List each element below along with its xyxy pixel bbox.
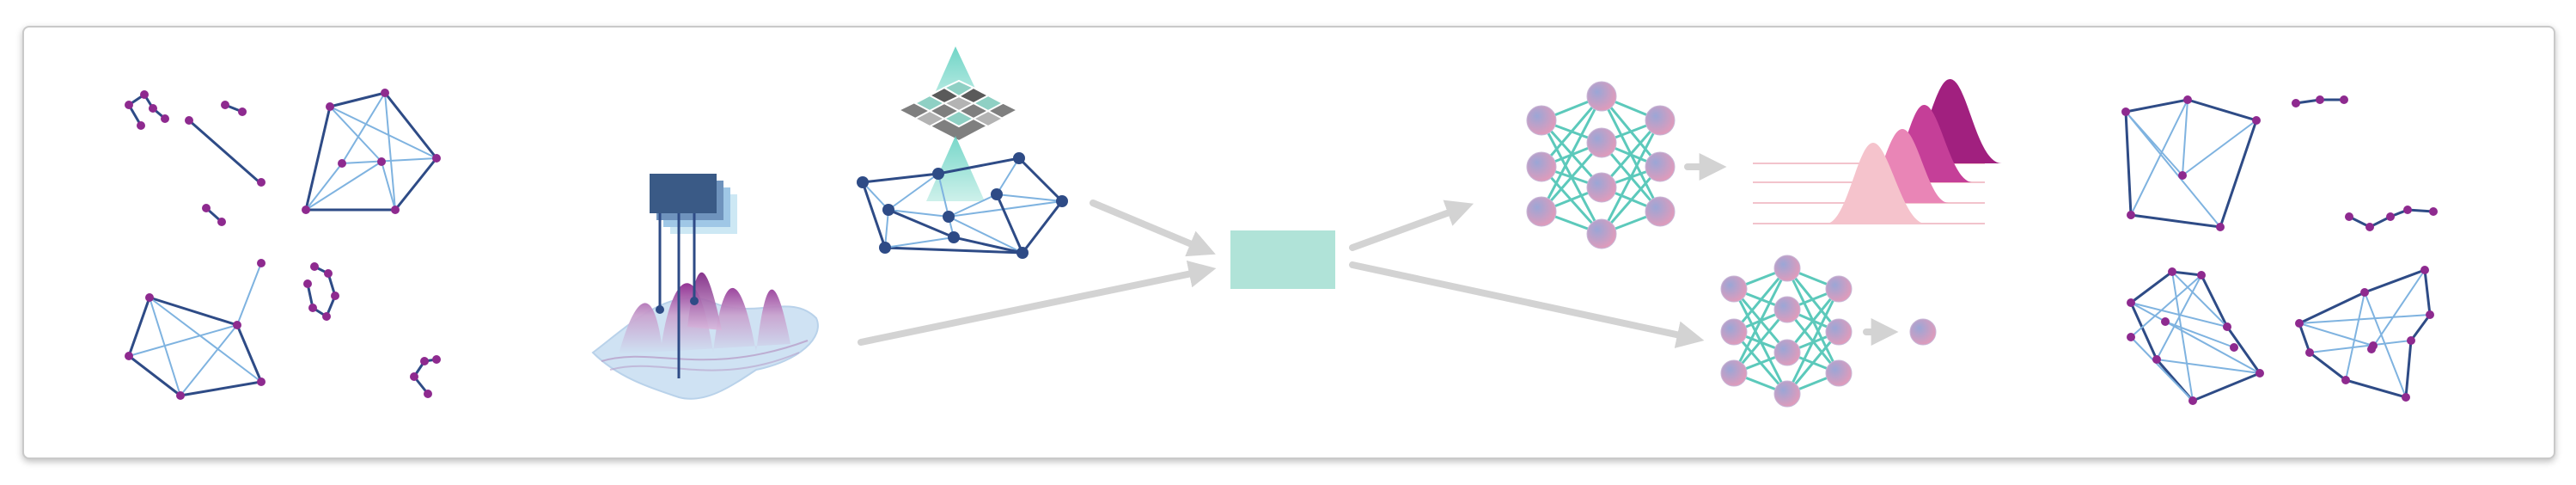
graph-convolution-icon bbox=[857, 46, 1068, 259]
arrow-embedding-to-nn-top bbox=[1349, 200, 1474, 251]
arrow-embedding-to-nn-bottom bbox=[1349, 261, 1705, 348]
arrow-conv-to-embedding bbox=[1090, 200, 1216, 257]
flow-arrows bbox=[858, 153, 1899, 348]
energy-landscape-icon bbox=[591, 174, 819, 400]
graph-small-chain-2 bbox=[188, 103, 261, 184]
block-pointer-lines bbox=[658, 213, 696, 378]
input-graph-nodes bbox=[125, 89, 441, 400]
conv-graph-nodes bbox=[857, 152, 1068, 259]
output-graph-top-left bbox=[2124, 98, 2258, 229]
graph-cluster-lower bbox=[127, 262, 264, 397]
embedding-box-icon bbox=[1230, 230, 1335, 289]
graph-cluster-upper bbox=[304, 91, 438, 212]
output-graph-nodes bbox=[2121, 95, 2438, 405]
neural-network-bottom bbox=[1720, 255, 1853, 408]
graph-small-chain-1 bbox=[127, 92, 166, 126]
feature-blocks-icon bbox=[650, 174, 737, 234]
filter-grid bbox=[896, 79, 1020, 143]
output-graph-bottom-left bbox=[2129, 270, 2262, 402]
arrow-surface-to-embedding bbox=[858, 260, 1217, 346]
output-graphs bbox=[2121, 95, 2438, 405]
scalar-node-icon bbox=[1909, 318, 1937, 346]
neural-network-top bbox=[1526, 81, 1676, 249]
input-graphs bbox=[125, 89, 441, 400]
distribution-ridge-icon bbox=[1753, 78, 2002, 224]
